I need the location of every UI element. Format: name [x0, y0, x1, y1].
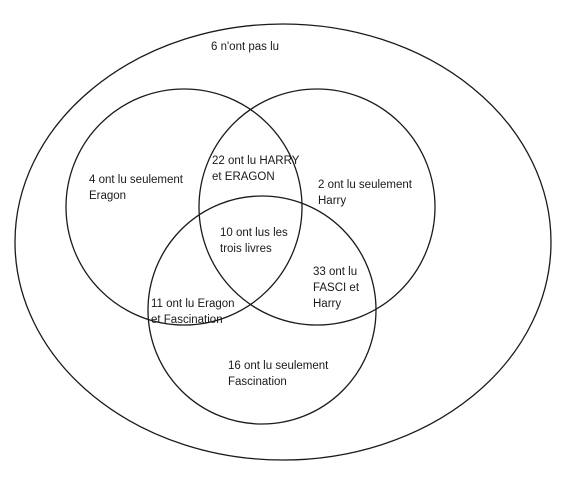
region-fasci-harry-line: FASCI et — [313, 282, 360, 294]
region-all-three-line: 10 ont lus les — [220, 227, 288, 239]
harry-circle — [198, 88, 436, 326]
region-harry-eragon-line: et ERAGON — [212, 171, 275, 183]
region-harry-eragon-label: 22 ont lu HARRY et ERAGON — [212, 155, 302, 183]
region-only-harry-label: 2 ont lu seulement Harry — [318, 179, 415, 207]
region-only-fascination-line: Fascination — [228, 376, 287, 388]
region-eragon-fascination-line: et Fascination — [151, 314, 223, 326]
universe-circle — [14, 23, 552, 461]
region-all-three-line: trois livres — [220, 243, 272, 255]
fascination-circle — [147, 195, 377, 425]
region-eragon-fascination-line: 11 ont lu Eragon — [151, 298, 235, 310]
region-none-label: 6 n'ont pas lu — [211, 41, 279, 53]
region-only-eragon-label: 4 ont lu seulement Eragon — [89, 174, 186, 202]
region-only-harry-line: 2 ont lu seulement — [318, 179, 413, 191]
region-none-line: 6 n'ont pas lu — [211, 41, 279, 53]
region-fasci-harry-line: Harry — [313, 298, 341, 310]
region-only-harry-line: Harry — [318, 195, 346, 207]
eragon-circle — [65, 88, 303, 326]
region-eragon-fascination-label: 11 ont lu Eragon et Fascination — [151, 298, 238, 326]
region-harry-eragon-line: 22 ont lu HARRY — [212, 155, 300, 167]
region-only-fascination-line: 16 ont lu seulement — [228, 360, 329, 372]
region-only-eragon-line: 4 ont lu seulement — [89, 174, 184, 186]
region-only-eragon-line: Eragon — [89, 190, 126, 202]
region-only-fascination-label: 16 ont lu seulement Fascination — [228, 360, 332, 388]
region-fasci-harry-line: 33 ont lu — [313, 266, 357, 278]
region-fasci-harry-label: 33 ont lu FASCI et Harry — [313, 266, 362, 310]
region-all-three-label: 10 ont lus les trois livres — [220, 227, 291, 255]
